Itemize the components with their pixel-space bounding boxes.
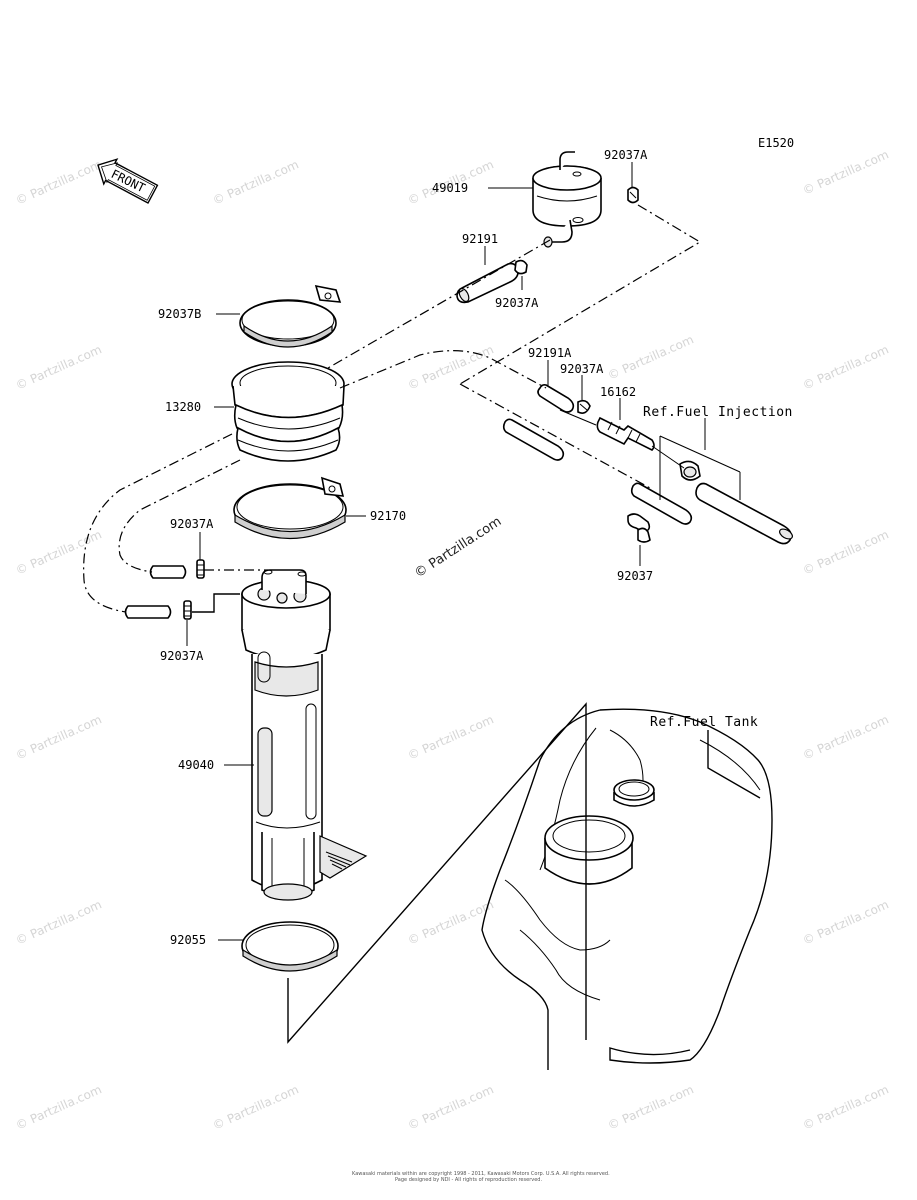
label-92037A-mid: 92037A [495,296,539,310]
label-16162: 16162 [600,385,636,399]
ref-fuel-tank: Ref.Fuel Tank [650,715,758,730]
label-92037A-left-upper: 92037A [170,517,214,531]
clamp-92037A-mid [514,259,528,275]
watermark: © Partzilla.com [406,897,496,947]
fitting-16162 [596,416,655,451]
watermark: © Partzilla.com [14,897,104,947]
watermark: © Partzilla.com [14,527,104,577]
watermark: © Partzilla.com [406,712,496,762]
label-49040: 49040 [178,758,214,772]
watermark: © Partzilla.com [801,897,891,947]
hose-right-lower [630,482,693,525]
label-92037A-left-lower: 92037A [160,649,204,663]
part-labels: 92037A 49019 92191 92037A 92037B 92191A … [158,148,793,947]
watermark-center: © Partzilla.com [412,514,504,581]
label-92037B: 92037B [158,307,201,321]
front-arrow-icon: FRONT [97,158,159,204]
seal-boot-13280 [231,361,345,462]
watermark: © Partzilla.com [211,1082,301,1132]
clamp-92037A-top [627,186,639,204]
watermark: © Partzilla.com [801,147,891,197]
clamp-92037A-left-upper [196,559,205,579]
footer-line-2: Page designed by NDI - All rights of rep… [395,1177,542,1183]
watermark: © Partzilla.com [14,712,104,762]
label-13280: 13280 [165,400,201,414]
watermark: © Partzilla.com [801,342,891,392]
label-92055: 92055 [170,933,206,947]
footer-line-1: Kawasaki materials within are copyright … [352,1171,610,1177]
fuel-injection-hose [695,482,793,545]
route-line-left-inner [118,459,241,573]
watermark: © Partzilla.com [14,342,104,392]
route-line-boot-to-right [339,350,547,389]
diagram-code: E1520 [758,136,794,150]
watermark: © Partzilla.com [14,1082,104,1132]
watermark: © Partzilla.com [801,527,891,577]
label-92191: 92191 [462,232,498,246]
watermark: © Partzilla.com [801,712,891,762]
route-line-left-loop [83,433,233,613]
watermark: © Partzilla.com [406,1082,496,1132]
label-92037A-right: 92037A [560,362,604,376]
watermark: © Partzilla.com [406,342,496,392]
watermark: © Partzilla.com [606,1082,696,1132]
band-clamp-92170 [233,476,347,540]
route-line-right-lower [459,383,651,489]
band-clamp-92037B [239,284,342,348]
fuel-filter-49019 [532,151,602,248]
label-92170: 92170 [370,509,406,523]
hose-92191A [537,384,575,413]
o-ring-92055 [241,921,339,972]
route-line-filter [459,204,702,385]
clamp-92037A-left-lower [183,600,192,620]
label-92191A: 92191A [528,346,572,360]
leader-left-lower-fitting [192,593,240,613]
hose-long-right [502,418,565,461]
watermark-layer: © Partzilla.com © Partzilla.com © Partzi… [14,147,891,1132]
label-49019: 49019 [432,181,468,195]
watermark: © Partzilla.com [801,1082,891,1132]
clamp-92037 [627,513,651,543]
watermark: © Partzilla.com [14,157,104,207]
leader-fitting [559,409,597,426]
fuel-injection-clamp [679,460,701,481]
watermark: © Partzilla.com [211,157,301,207]
label-92037: 92037 [617,569,653,583]
clamp-92037A-right [577,399,591,414]
fuel-pump-49040 [241,569,368,901]
ref-fuel-injection: Ref.Fuel Injection [643,405,793,420]
fuel-tank [481,708,773,1070]
route-line-fitting-out [651,445,685,469]
label-92037A-top: 92037A [604,148,648,162]
route-line-hose-to-boot [327,239,551,369]
hose-stub-left-upper [149,565,187,579]
leader-lines [186,162,761,1044]
hose-stub-left-lower [124,605,172,619]
watermark: © Partzilla.com [606,332,696,382]
